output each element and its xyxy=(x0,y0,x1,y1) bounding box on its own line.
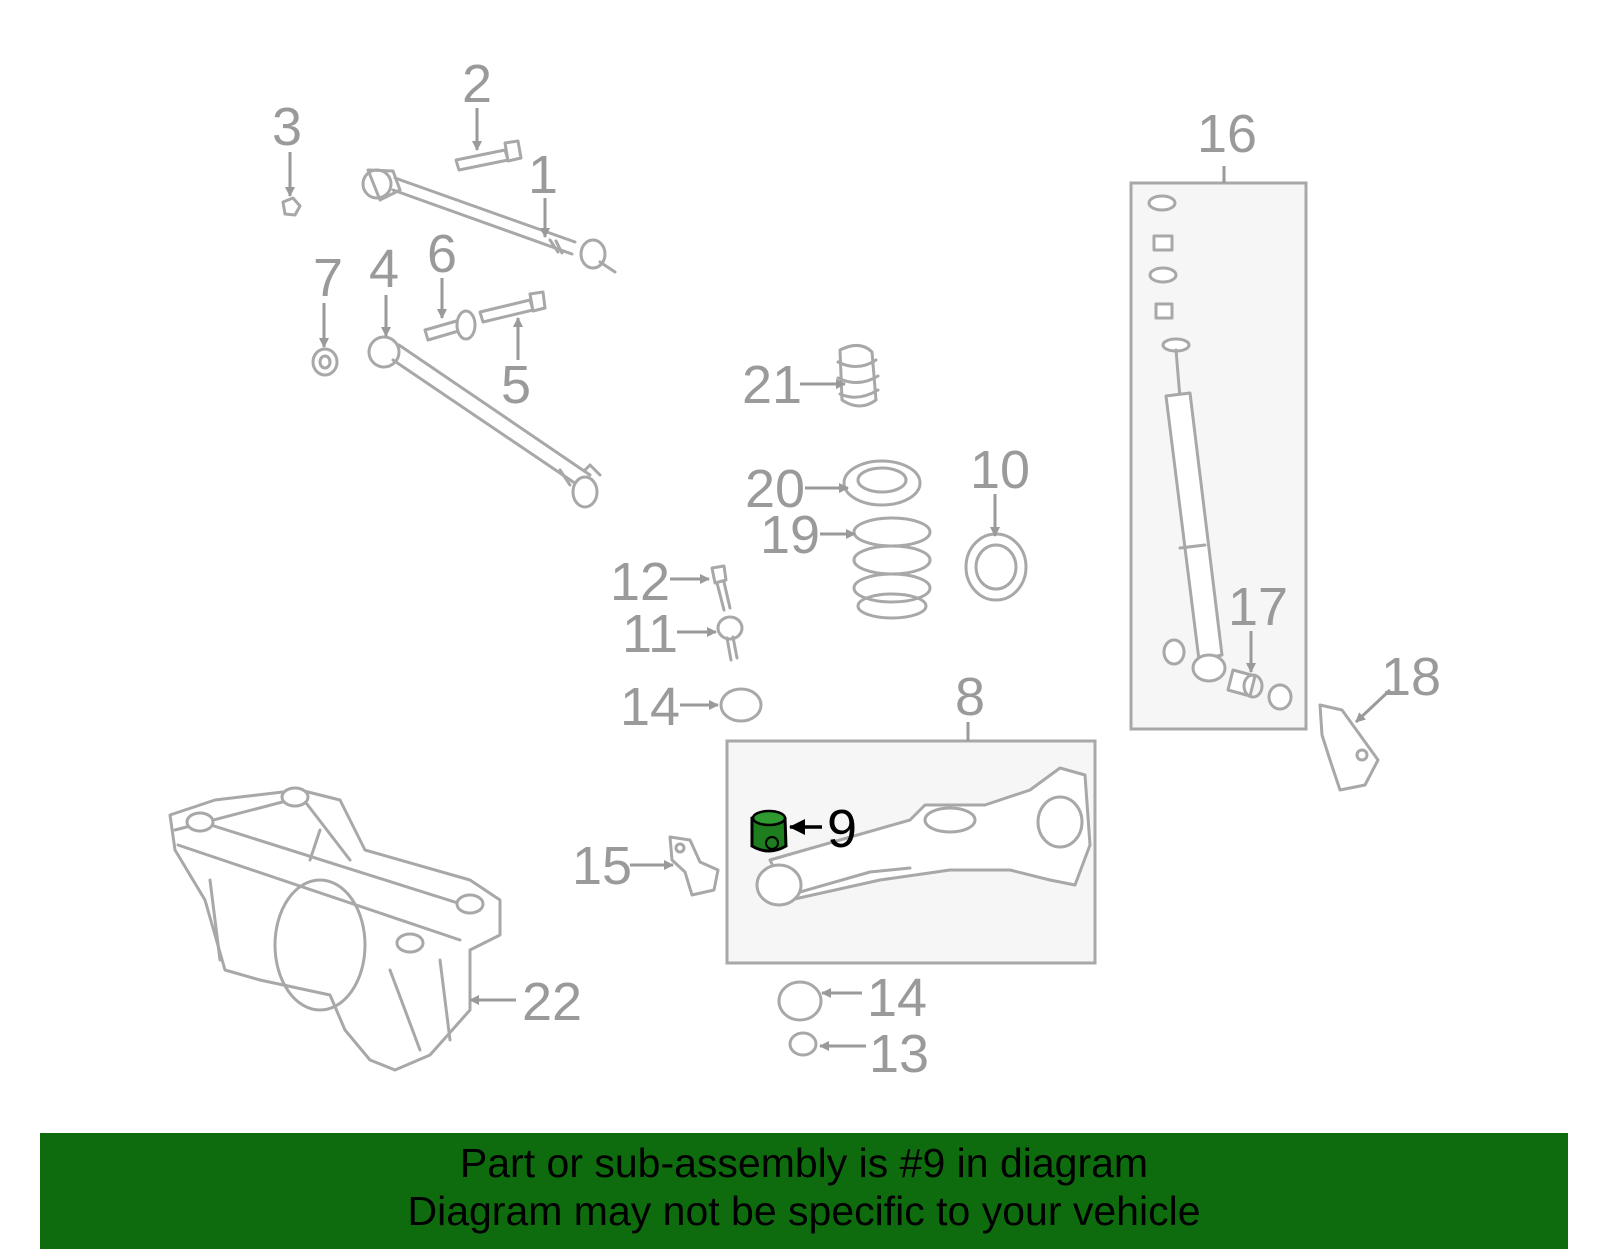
part-10-dust-cover: 10 xyxy=(964,440,1030,602)
part-11-bolt: 11 xyxy=(622,604,744,664)
part-9-bushing-highlighted[interactable]: 9 xyxy=(750,799,857,859)
callout-21: 21 xyxy=(742,355,802,415)
part-21-bump-stop: 21 xyxy=(742,344,880,415)
part-5-bolt: 5 xyxy=(478,290,547,415)
callout-8: 8 xyxy=(955,667,985,727)
part-2-bolt: 2 xyxy=(454,54,523,172)
callout-17: 17 xyxy=(1228,577,1288,637)
callout-12: 12 xyxy=(610,552,670,612)
callout-19: 19 xyxy=(760,505,820,565)
callout-20: 20 xyxy=(745,459,805,519)
callout-11: 11 xyxy=(622,604,678,664)
part-6-cam-bolt: 6 xyxy=(423,224,477,342)
callout-4: 4 xyxy=(369,239,399,299)
callout-13: 13 xyxy=(869,1024,929,1084)
callout-18: 18 xyxy=(1381,647,1441,707)
banner-line-2: Diagram may not be specific to your vehi… xyxy=(407,1188,1201,1234)
callout-5: 5 xyxy=(501,355,531,415)
parts-diagram: 1 2 3 4 5 6 7 xyxy=(168,54,1441,1084)
part-20-spring-seat: 20 xyxy=(745,459,922,519)
callout-1: 1 xyxy=(528,145,558,205)
callout-14-lower: 14 xyxy=(867,968,927,1028)
part-4-lower-arm: 4 xyxy=(367,239,602,509)
part-1-control-arm: 1 xyxy=(361,145,617,274)
callout-22: 22 xyxy=(522,972,582,1032)
callout-14-upper: 14 xyxy=(620,677,680,737)
callout-15: 15 xyxy=(572,836,632,896)
part-18-bracket: 18 xyxy=(1318,647,1441,792)
part-17-bushing: 17 xyxy=(1226,577,1293,711)
part-15-bracket: 15 xyxy=(572,835,720,897)
callout-3: 3 xyxy=(272,97,302,157)
callout-10: 10 xyxy=(970,440,1030,500)
part-16-shock-absorber: 16 xyxy=(1129,104,1308,731)
part-22-crossmember: 22 xyxy=(168,786,582,1072)
callout-16: 16 xyxy=(1197,104,1257,164)
callout-2: 2 xyxy=(462,54,492,114)
part-14-ring-upper: 14 xyxy=(620,677,763,737)
part-7-cam-nut: 7 xyxy=(311,248,343,377)
banner-line-1: Part or sub-assembly is #9 in diagram xyxy=(459,1140,1149,1186)
info-banner: Part or sub-assembly is #9 in diagram Di… xyxy=(40,1133,1568,1249)
part-19-coil-spring: 19 xyxy=(760,505,932,620)
part-13-ring: 13 xyxy=(788,1024,929,1084)
part-8-trailing-arm: 8 xyxy=(725,667,1097,965)
callout-6: 6 xyxy=(427,224,457,284)
callout-7: 7 xyxy=(313,248,343,308)
callout-9: 9 xyxy=(827,799,857,859)
part-3-nut: 3 xyxy=(272,97,302,217)
part-12-bolt: 12 xyxy=(610,552,732,612)
part-14-ring-lower: 14 xyxy=(777,968,927,1028)
